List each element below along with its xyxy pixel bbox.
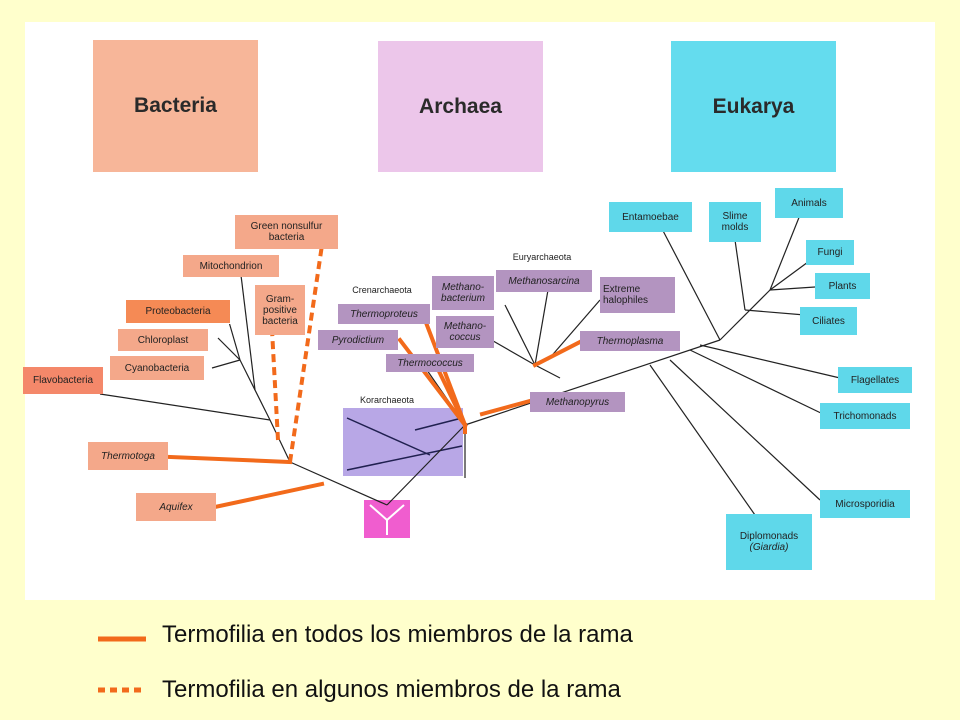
bacteria-header: Bacteria	[93, 40, 258, 172]
taxon-diplomonads: Diplomonads (Giardia)	[726, 514, 812, 570]
taxon-trichomonads: Trichomonads	[820, 403, 910, 429]
taxon-entamoebae: Entamoebae	[609, 202, 692, 232]
taxon-thermotoga: Thermotoga	[88, 442, 168, 470]
group-crenarchaeota: Crenarchaeota	[352, 284, 412, 295]
taxon-animals: Animals	[775, 188, 843, 218]
taxon-green-nonsulfur: Green nonsulfur bacteria	[235, 215, 338, 249]
taxon-pyrodictium: Pyrodictium	[318, 330, 398, 350]
taxon-fungi: Fungi	[806, 240, 854, 265]
taxon-methanosarcina: Methanosarcina	[496, 270, 592, 292]
taxon-slime-molds: Slime molds	[709, 202, 761, 242]
taxon-ciliates: Ciliates	[800, 307, 857, 335]
diplomonads-label: Diplomonads	[739, 531, 799, 542]
taxon-chloroplast: Chloroplast	[118, 329, 208, 351]
legend-dotted-text: Termofilia en algunos miembros de la ram…	[162, 676, 621, 703]
taxon-flavobacteria: Flavobacteria	[23, 367, 103, 394]
legend-solid-text: Termofilia en todos los miembros de la r…	[162, 621, 633, 648]
giardia-label: (Giardia)	[749, 542, 789, 553]
taxon-gram-positive: Gram- positive bacteria	[255, 285, 305, 335]
taxon-flagellates: Flagellates	[838, 367, 912, 393]
taxon-microsporidia: Microsporidia	[820, 490, 910, 518]
group-euryarchaeota: Euryarchaeota	[512, 251, 572, 262]
eukarya-header: Eukarya	[671, 41, 836, 172]
taxon-thermoproteus: Thermoproteus	[338, 304, 430, 324]
taxon-methanococcus: Methano- coccus	[436, 316, 494, 348]
taxon-mitochondrion: Mitochondrion	[183, 255, 279, 277]
group-korarchaeota: Korarchaeota	[359, 394, 415, 405]
taxon-methanopyrus: Methanopyrus	[530, 392, 625, 412]
taxon-plants: Plants	[815, 273, 870, 299]
taxon-thermoplasma: Thermoplasma	[580, 331, 680, 351]
taxon-methanobacterium: Methano- bacterium	[432, 276, 494, 310]
taxon-aquifex: Aquifex	[136, 493, 216, 521]
taxon-proteobacteria: Proteobacteria	[125, 299, 231, 324]
taxon-extreme-halophiles: Extreme halophiles	[600, 277, 675, 313]
taxon-thermococcus: Thermococcus	[386, 354, 474, 372]
archaea-header: Archaea	[378, 41, 543, 172]
taxon-cyanobacteria: Cyanobacteria	[110, 356, 204, 380]
korarchaeota-box	[343, 408, 463, 476]
